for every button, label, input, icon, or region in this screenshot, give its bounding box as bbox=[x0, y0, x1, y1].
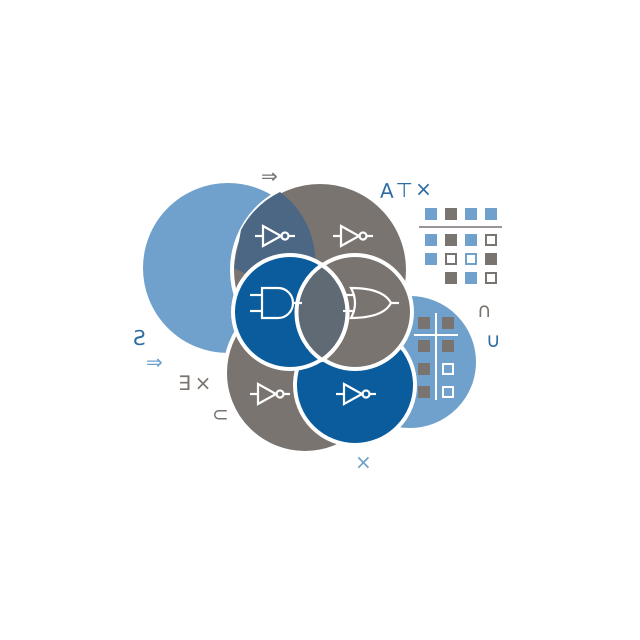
grid-cell-filled-blue bbox=[465, 272, 477, 284]
grid-cell-outline-gray bbox=[485, 272, 497, 284]
grid-cell-filled-gray bbox=[445, 272, 457, 284]
not-gate-icon bbox=[333, 224, 373, 248]
grid-cell-outline-white bbox=[442, 386, 454, 398]
not-gate-icon bbox=[255, 224, 295, 248]
grid-cell-filled-gray bbox=[418, 386, 430, 398]
grid-cell-filled-blue bbox=[485, 208, 497, 220]
not-gate-icon bbox=[250, 382, 290, 406]
or-gate-icon bbox=[343, 286, 399, 320]
grid-cell-filled-gray bbox=[442, 317, 454, 329]
grid-cell-filled-blue bbox=[425, 208, 437, 220]
implies-symbol: ⇒ bbox=[261, 164, 278, 188]
grid-cell-filled-gray bbox=[442, 340, 454, 352]
grid-cell-filled-gray bbox=[485, 253, 497, 265]
times-symbol: × bbox=[355, 450, 372, 474]
grid-cell-filled-gray bbox=[418, 363, 430, 375]
exists-times-symbol: ∃× bbox=[178, 371, 216, 395]
grid-cell-filled-blue bbox=[425, 234, 437, 246]
implies-left-symbol: ⇒ bbox=[146, 350, 163, 374]
grid-cell-outline-white bbox=[442, 363, 454, 375]
not-gate-icon bbox=[336, 382, 376, 406]
grid-cell-filled-blue bbox=[465, 234, 477, 246]
side-grid bbox=[418, 317, 454, 398]
grid-cell-filled-gray bbox=[418, 340, 430, 352]
grid-cell-outline-gray bbox=[445, 253, 457, 265]
grid-cell-filled-blue bbox=[425, 253, 437, 265]
grid-cell-filled-gray bbox=[418, 317, 430, 329]
truth-grid bbox=[425, 208, 497, 284]
grid-cell-filled-gray bbox=[445, 234, 457, 246]
grid-cell-filled-gray bbox=[445, 208, 457, 220]
and-gate-icon bbox=[250, 286, 302, 320]
grid-cell-outline-blue bbox=[465, 253, 477, 265]
grid-cell-filled-blue bbox=[465, 208, 477, 220]
grid-cell-outline-gray bbox=[485, 234, 497, 246]
subset-symbol: ⊂ bbox=[212, 402, 229, 426]
mirrored-s-symbol: S bbox=[133, 326, 146, 350]
union-symbol: ∪ bbox=[486, 328, 501, 352]
forall-symbols: ∀⊥× bbox=[380, 178, 434, 202]
intersection-symbol: ∩ bbox=[477, 298, 492, 322]
